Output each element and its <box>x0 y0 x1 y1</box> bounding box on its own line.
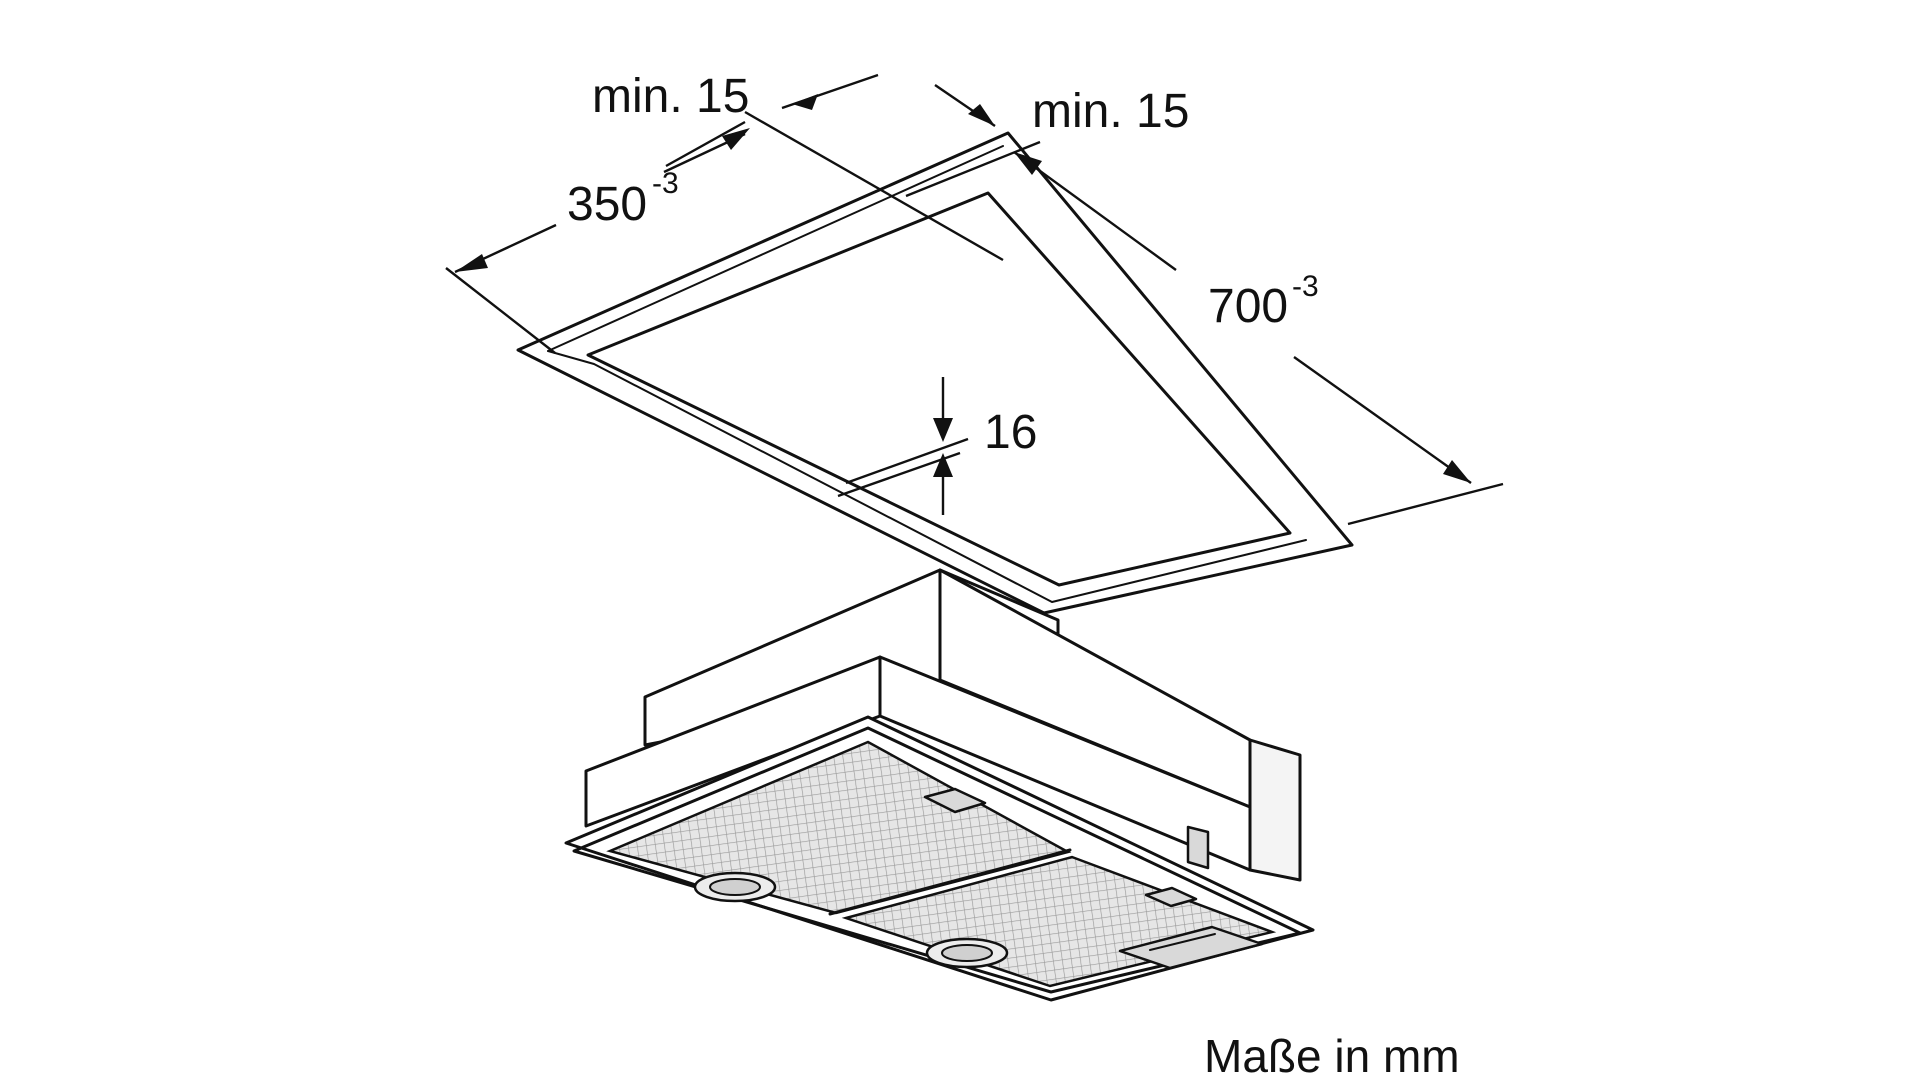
control-panel-icon <box>1118 925 1264 970</box>
light-switch-icon <box>1186 825 1210 870</box>
cutout-inner-opening <box>586 191 1292 587</box>
filter-base-rim <box>572 726 1302 994</box>
cutout-rim-line-2 <box>547 145 1004 352</box>
width-dimension-value: 700 <box>1208 280 1288 333</box>
depth-dimension-tolerance: -3 <box>652 167 679 200</box>
filter-handle-left-icon <box>923 787 987 814</box>
min-gap-left-label: min. 15 <box>592 70 749 123</box>
ceiling-cutout <box>516 131 1354 615</box>
dimension-width: 700 -3 <box>1013 151 1504 526</box>
dimension-depth: 350 -3 <box>445 132 746 354</box>
dimension-min15-left: min. 15 <box>592 70 1004 262</box>
cutout-rim-line <box>547 350 1307 603</box>
units-note: Maße in mm <box>1204 1030 1460 1080</box>
dimension-frame-height: 16 <box>837 377 1037 515</box>
min-gap-right-label: min. 15 <box>1032 85 1189 138</box>
frame-height-label: 16 <box>984 406 1037 459</box>
depth-dimension-value: 350 <box>567 178 647 231</box>
filter-handle-right-icon <box>1144 886 1198 908</box>
dimension-min15-right: min. 15 <box>781 73 1189 198</box>
filter-divider <box>828 848 1072 916</box>
housing-end-panel <box>1248 738 1302 882</box>
range-hood-unit <box>564 568 1315 1002</box>
width-dimension-tolerance: -3 <box>1292 270 1319 303</box>
